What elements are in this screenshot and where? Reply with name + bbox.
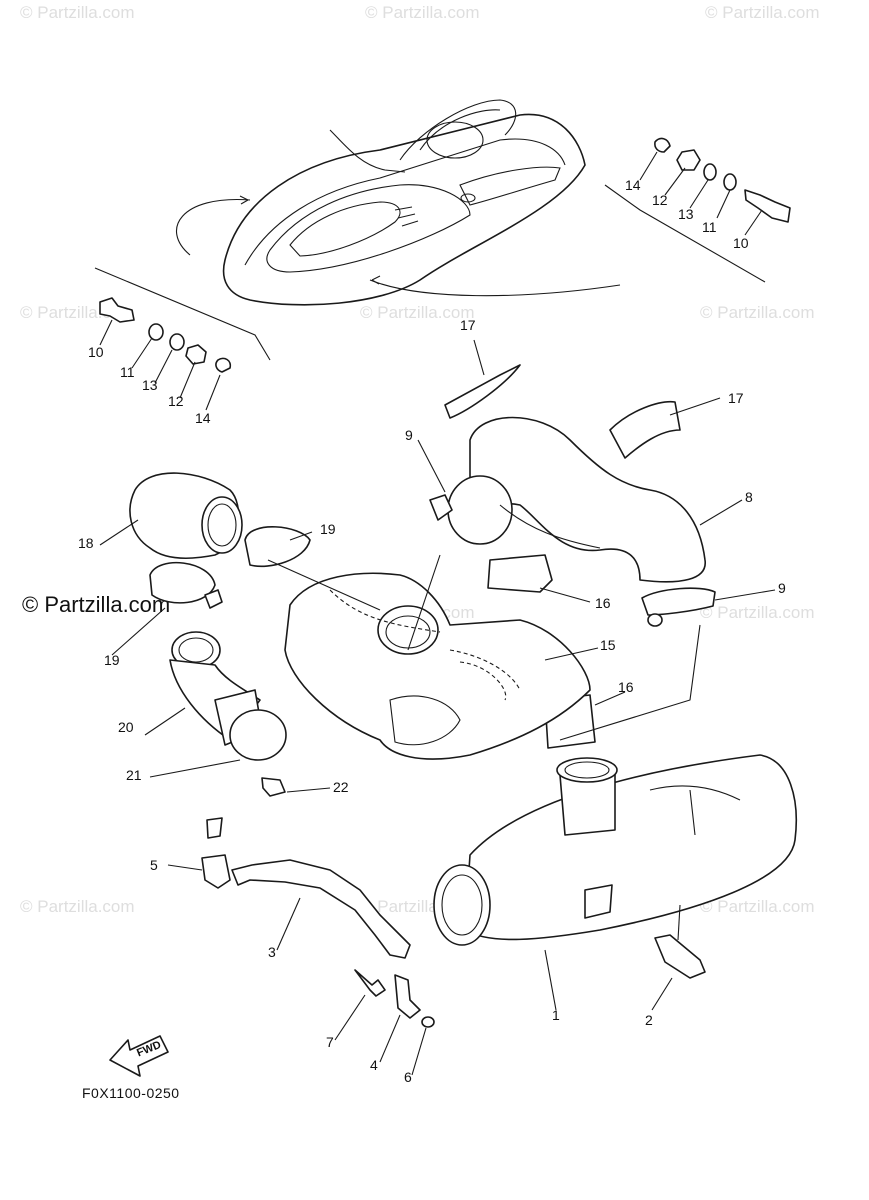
bracket-4 xyxy=(394,974,421,1019)
hose-18 xyxy=(129,472,243,559)
callout-20: 20 xyxy=(118,719,134,735)
callout-13: 13 xyxy=(678,206,694,222)
left-group-bracket xyxy=(94,267,271,361)
muffler xyxy=(433,754,798,946)
bracket-2 xyxy=(654,934,706,979)
pad-16-upper xyxy=(487,554,553,593)
callout-21: 21 xyxy=(126,767,142,783)
callout-9: 9 xyxy=(405,427,413,443)
bolt-22 xyxy=(261,777,286,797)
gasket-21 xyxy=(229,709,287,761)
sheet-17-right xyxy=(609,400,681,459)
callout-5: 5 xyxy=(150,857,158,873)
callout-1: 1 xyxy=(552,1007,560,1023)
callout-18: 18 xyxy=(78,535,94,551)
watercraft-overview xyxy=(175,99,621,306)
leader-lines xyxy=(99,151,776,1076)
bracket-5 xyxy=(201,854,231,889)
fwd-arrow-icon: FWD xyxy=(109,1035,169,1077)
callout-16: 16 xyxy=(618,679,634,695)
partzilla-brand-label: © Partzilla.com xyxy=(22,592,170,617)
diagram-code: F0X1100-0250 xyxy=(82,1085,180,1101)
callout-14: 14 xyxy=(195,410,211,426)
callout-8: 8 xyxy=(745,489,753,505)
callout-7: 7 xyxy=(326,1034,334,1050)
watermark: © Partzilla.com xyxy=(365,3,480,22)
watermark: © Partzilla.com xyxy=(20,3,135,22)
sheet-17-upper xyxy=(444,364,521,419)
callout-12: 12 xyxy=(652,192,668,208)
callout-19: 19 xyxy=(320,521,336,537)
rivet-7 xyxy=(354,969,386,997)
callout-13: 13 xyxy=(142,377,158,393)
callout-2: 2 xyxy=(645,1012,653,1028)
callout-10: 10 xyxy=(733,235,749,251)
callout-15: 15 xyxy=(600,637,616,653)
callout-6: 6 xyxy=(404,1069,412,1085)
right-fittings xyxy=(654,137,791,223)
callout-17: 17 xyxy=(460,317,476,333)
watermark: © Partzilla.com xyxy=(360,303,475,322)
clamp-19-lower xyxy=(149,561,216,604)
bolt-5 xyxy=(206,817,223,839)
exhaust-pipe xyxy=(429,416,716,627)
clamp-19-upper xyxy=(244,526,311,567)
callout-17: 17 xyxy=(728,390,744,406)
watermark: © Partzilla.com xyxy=(700,603,815,622)
callout-12: 12 xyxy=(168,393,184,409)
watermark: © Partzilla.com xyxy=(20,897,135,916)
callout-16: 16 xyxy=(595,595,611,611)
callout-19: 19 xyxy=(104,652,120,668)
washer-6 xyxy=(421,1016,435,1028)
watermark: © Partzilla.com xyxy=(700,303,815,322)
right-group-bracket xyxy=(604,184,766,283)
clamp-19-lower-screw xyxy=(204,589,223,609)
watermark: © Partzilla.com xyxy=(705,3,820,22)
callout-14: 14 xyxy=(625,177,641,193)
callout-11: 11 xyxy=(702,219,717,235)
strap-3 xyxy=(231,859,411,959)
callout-9: 9 xyxy=(778,580,786,596)
left-fittings xyxy=(99,297,232,373)
watermark: © Partzilla.com xyxy=(700,897,815,916)
water-lock xyxy=(284,572,591,760)
callout-10: 10 xyxy=(88,344,104,360)
callout-11: 11 xyxy=(120,364,135,380)
callouts: 10 11 13 12 14 14 12 13 11 10 17 17 9 8 … xyxy=(78,177,786,1085)
callout-4: 4 xyxy=(370,1057,378,1073)
callout-3: 3 xyxy=(268,944,276,960)
callout-22: 22 xyxy=(333,779,349,795)
